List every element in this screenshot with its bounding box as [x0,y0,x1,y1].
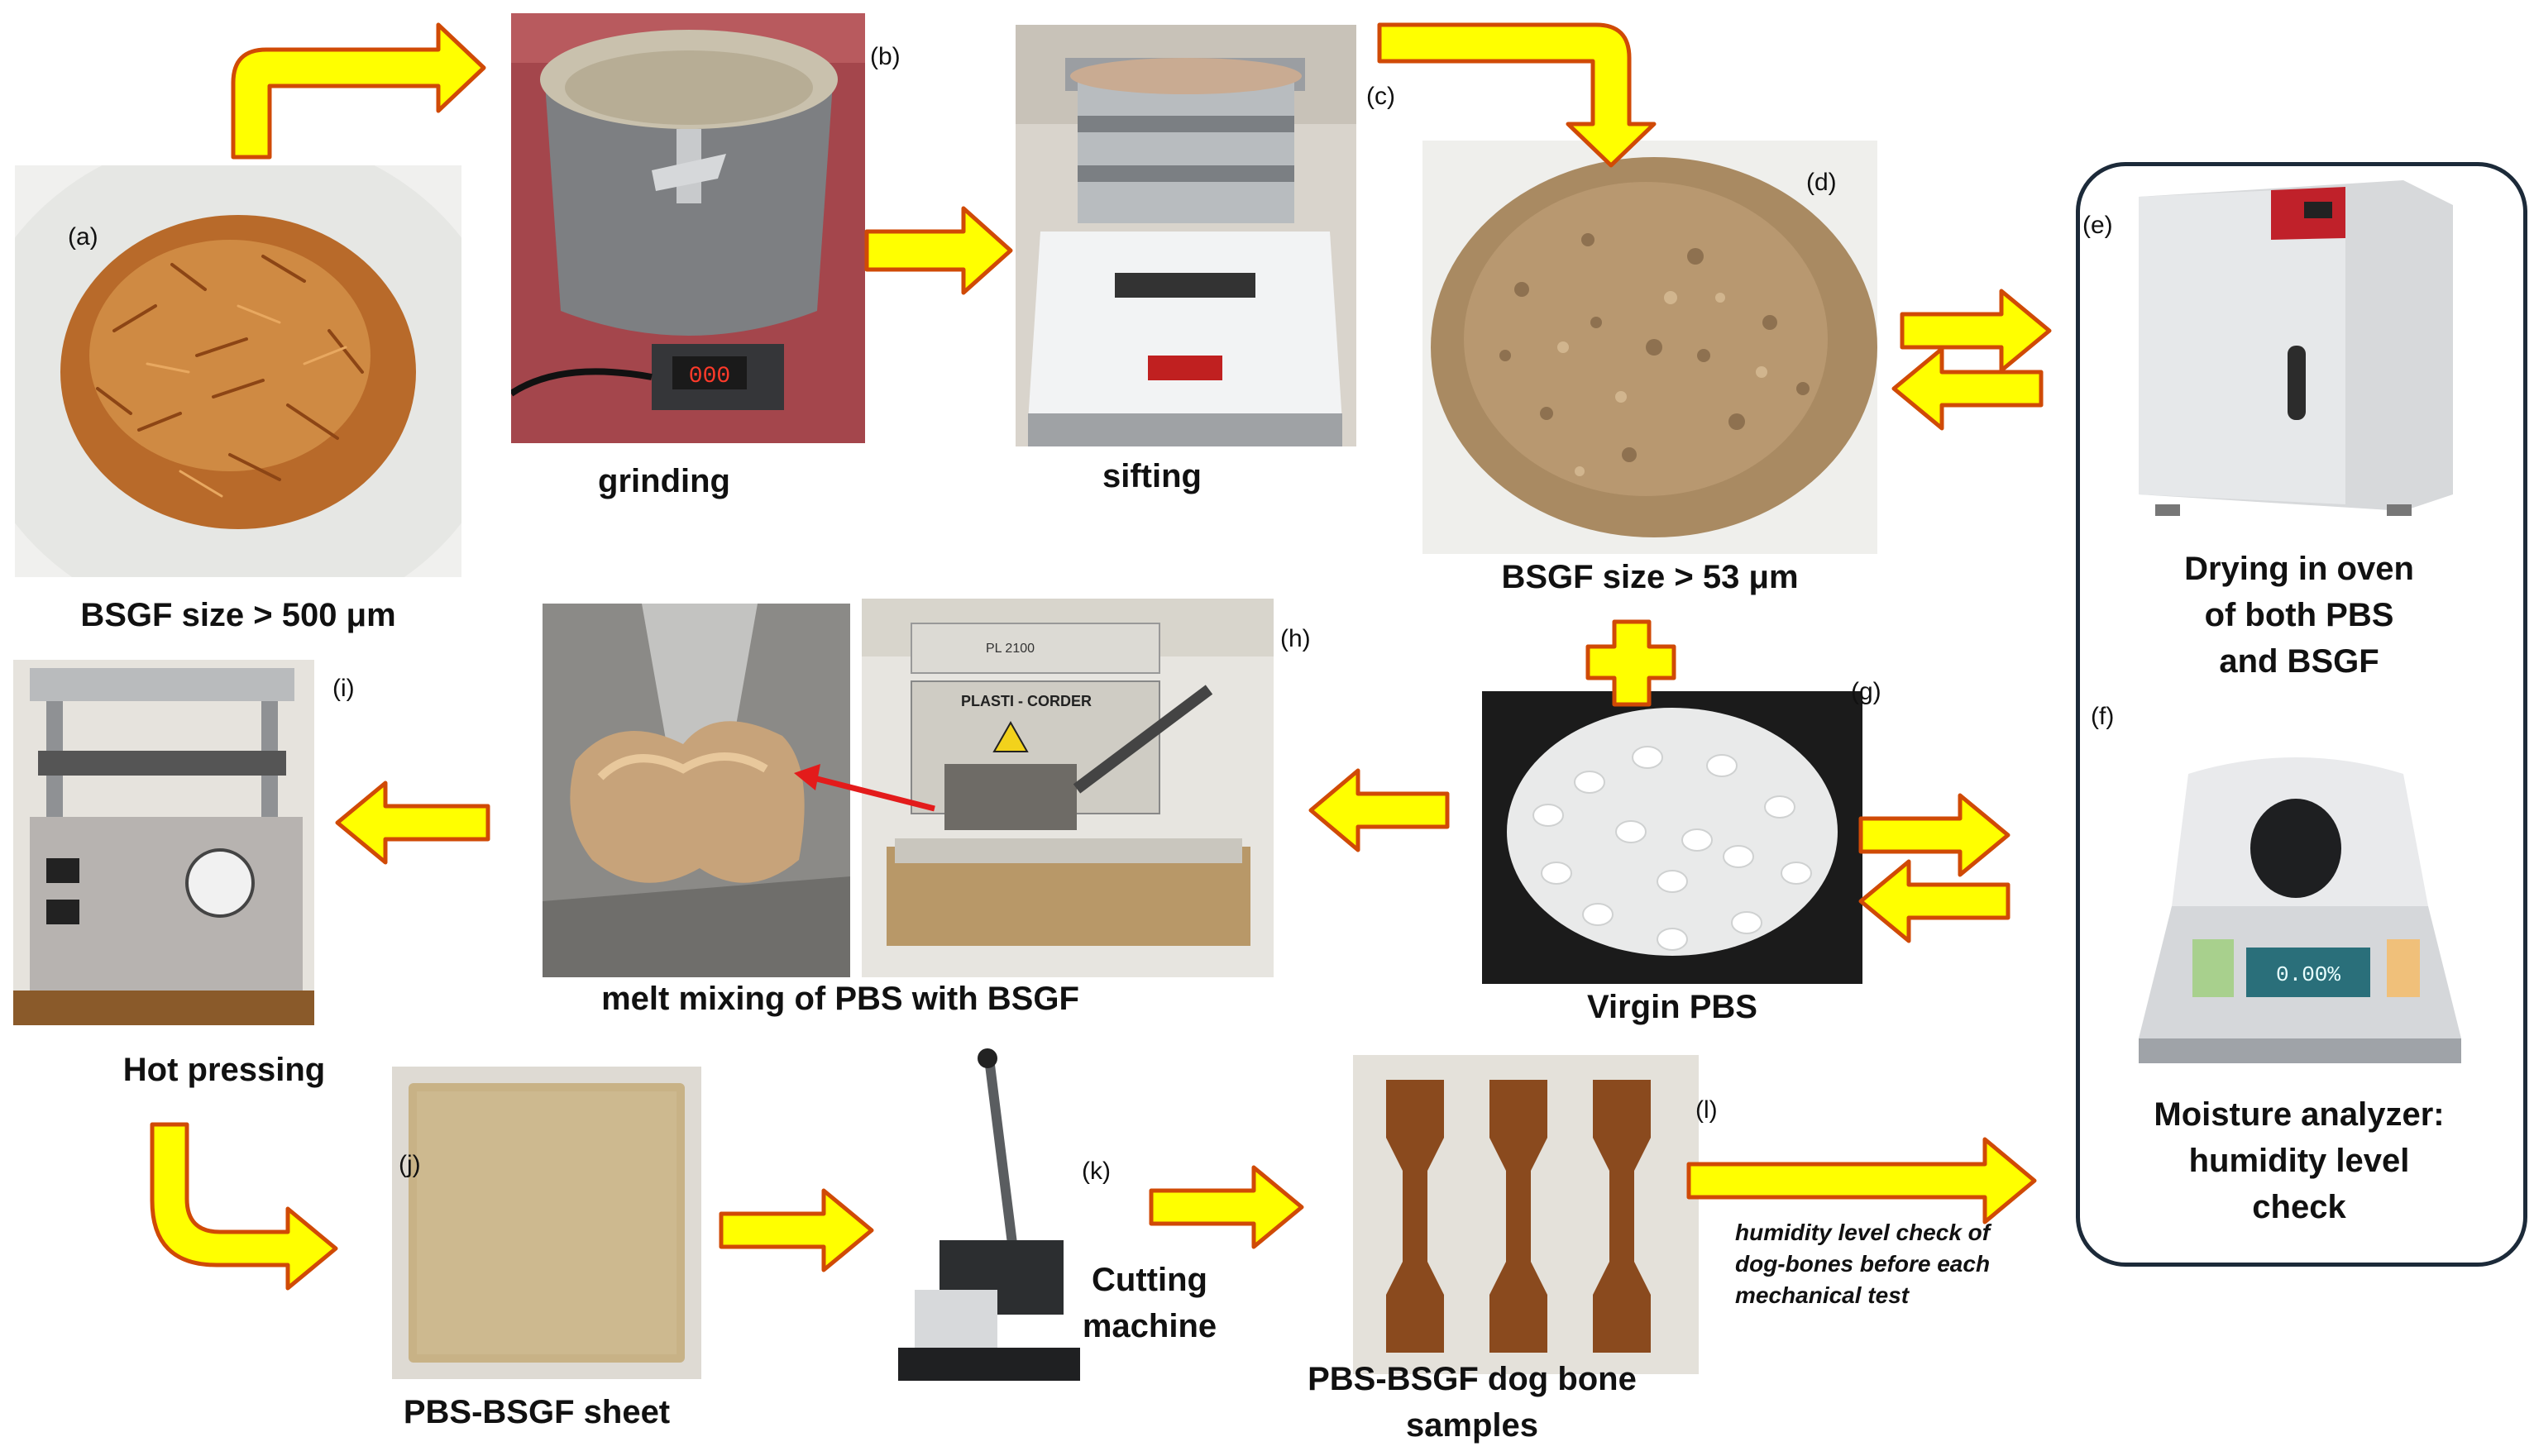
caption-dog-bone-line2: samples [1405,1407,1539,1444]
caption-cutting-line2: machine [1082,1308,1217,1344]
plasticorder-model: PL 2100 [986,642,1035,656]
label-h: (h) [1280,625,1311,652]
caption-bsgf-500: BSGF size > 500 μm [80,597,396,633]
photo-bsgf-raw [15,165,461,577]
photo-drying-oven [2122,180,2465,526]
photo-dog-bone-samples [1353,1055,1699,1374]
caption-sheet: PBS-BSGF sheet [403,1394,671,1430]
photo-cutting-machine [882,1042,1097,1399]
photo-sieve-shaker [1016,25,1356,446]
humidity-check-note: humidity level check of dog-bones before… [1735,1217,2066,1311]
caption-bsgf-53: BSGF size > 53 μm [1501,559,1799,595]
arrow-k-to-l [1149,1165,1304,1249]
arrow-i-to-j [150,1122,338,1291]
label-d: (d) [1806,169,1837,196]
caption-moisture-line1: Moisture analyzer: [2154,1096,2445,1133]
caption-drying: Drying in oven of both PBS and BSGF [2101,546,2498,685]
label-g: (g) [1851,678,1881,705]
caption-sifting: sifting [1102,458,1202,494]
arrow-g-to-f [1858,793,2010,877]
label-a: (a) [68,223,98,251]
caption-drying-line2: of both PBS [2204,597,2394,633]
photo-hot-press [13,660,314,1025]
caption-moisture: Moisture analyzer: humidity level check [2101,1091,2498,1230]
arrow-b-to-c [864,206,1013,295]
arrow-g-to-h [1308,768,1450,852]
label-i: (i) [332,675,355,702]
conditioning-panel [2076,162,2527,1267]
photo-moisture-analyzer: 0.00% [2114,741,2484,1080]
caption-dog-bone-line1: PBS-BSGF dog bone [1308,1361,1637,1397]
photo-virgin-pbs [1482,691,1862,984]
caption-cutting: Cutting machine [1059,1257,1241,1349]
photo-pbs-bsgf-sheet [392,1067,701,1379]
label-j: (j) [399,1151,421,1178]
note-line3: mechanical test [1735,1282,1910,1308]
photo-melt-mixed-material [543,604,850,977]
caption-grinding: grinding [598,463,730,499]
caption-moisture-line2: humidity level [2188,1143,2410,1179]
label-f: (f) [2091,703,2115,730]
caption-cutting-line1: Cutting [1092,1262,1207,1298]
label-l: (l) [1695,1096,1718,1124]
note-line1: humidity level check of [1735,1220,1991,1245]
label-b: (b) [870,43,901,70]
photo-grinder: 000 [511,13,865,443]
note-line2: dog-bones before each [1735,1251,1991,1277]
caption-moisture-line3: check [2252,1189,2346,1225]
arrow-j-to-k [719,1188,874,1272]
arrow-l-to-f [1686,1137,2037,1224]
arrow-e-to-d [1891,346,2044,431]
label-e: (e) [2082,212,2113,239]
arrow-d-to-e [1900,289,2052,373]
plasticorder-brand: PLASTI - CORDER [961,693,1092,709]
caption-hot-pressing: Hot pressing [122,1052,326,1088]
grinder-display: 000 [689,364,730,389]
photo-plasticorder: PL 2100 PLASTI - CORDER [862,599,1274,977]
caption-virgin-pbs: Virgin PBS [1587,989,1757,1025]
arrow-f-to-g [1858,859,2010,943]
caption-dog-bone: PBS-BSGF dog bone samples [1274,1356,1671,1449]
caption-drying-line1: Drying in oven [2184,551,2414,587]
label-k: (k) [1082,1158,1111,1185]
caption-melt-mixing: melt mixing of PBS with BSGF [601,981,1079,1017]
arrow-a-to-b [231,22,486,160]
analyzer-display: 0.00% [2276,962,2340,987]
photo-bsgf-ground [1422,141,1877,554]
caption-drying-line3: and BSGF [2219,643,2379,680]
label-c: (c) [1366,83,1395,110]
arrow-h-to-i [335,781,490,865]
